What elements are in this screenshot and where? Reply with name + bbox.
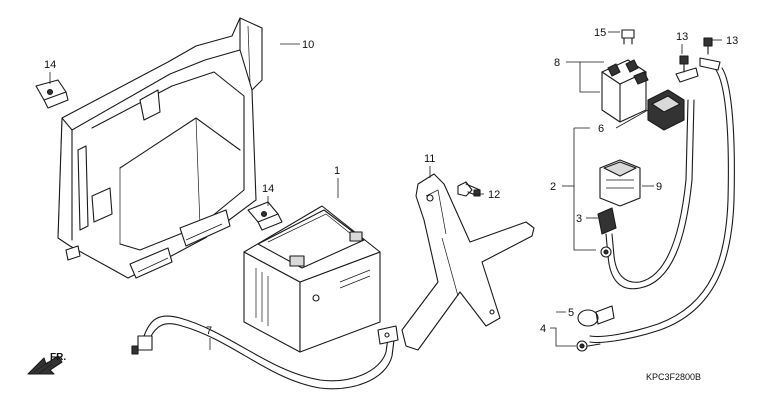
- callout-12: 12: [488, 189, 500, 201]
- terminal-cable: [576, 305, 615, 352]
- callout-8: 8: [554, 57, 560, 69]
- callout-11: 11: [424, 153, 435, 165]
- callout-2: 2: [550, 181, 556, 193]
- clip: [35, 79, 69, 109]
- callout-1: 1: [334, 165, 340, 177]
- front-direction-arrow-icon: [27, 355, 63, 375]
- fuse: [621, 29, 635, 45]
- callout-14: 14: [262, 183, 274, 195]
- screw: [699, 37, 721, 71]
- relay-cover: [647, 89, 685, 131]
- clip: [247, 201, 283, 231]
- screw: [675, 55, 699, 83]
- battery-stay: [401, 173, 535, 351]
- callout-4: 4: [540, 323, 546, 335]
- battery-box: [57, 17, 263, 279]
- direction-label: FR.: [50, 352, 66, 363]
- callout-13: 13: [726, 35, 738, 47]
- negative-cable: [131, 315, 399, 390]
- positive-cable: [589, 67, 735, 343]
- battery: [243, 205, 381, 353]
- diagram-code: KPC3F2800B: [646, 372, 701, 382]
- callout-15: 15: [594, 27, 606, 39]
- callout-13: 13: [676, 31, 688, 43]
- rubber-cover: [599, 159, 641, 207]
- callout-5: 5: [568, 307, 574, 319]
- relay-cable: [597, 99, 695, 290]
- callout-10: 10: [302, 39, 314, 51]
- leader-lines: [49, 31, 722, 350]
- callout-7: 7: [206, 325, 212, 337]
- callout-6: 6: [598, 123, 604, 135]
- callout-14: 14: [44, 59, 56, 71]
- starter-relay: [601, 59, 649, 123]
- callout-3: 3: [576, 213, 582, 225]
- callout-9: 9: [656, 181, 662, 193]
